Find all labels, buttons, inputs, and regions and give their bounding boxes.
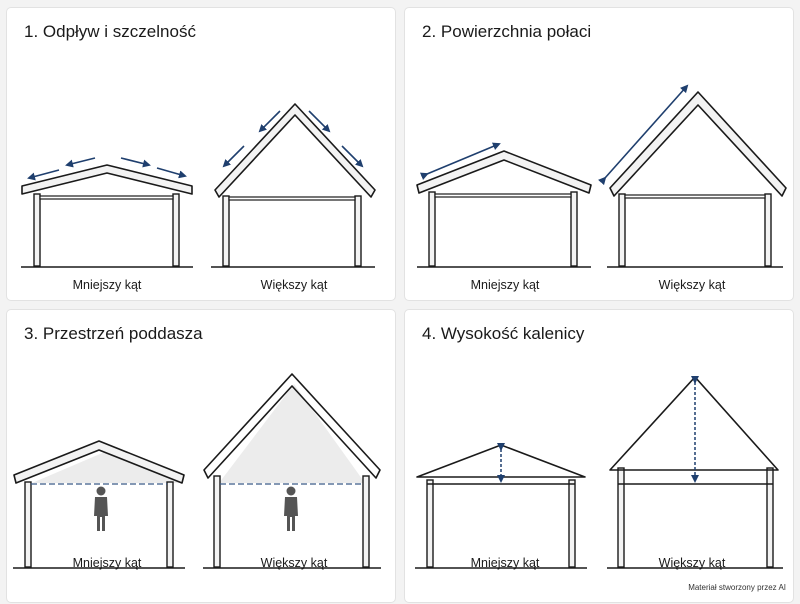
water-flow-arrow-icon — [27, 169, 60, 181]
person-icon — [284, 486, 298, 531]
panel-title: 3. Przestrzeń poddasza — [24, 324, 203, 343]
left-caption: Mniejszy kąt — [470, 556, 540, 570]
left-caption: Mniejszy kąt — [72, 556, 142, 570]
panel-drainage: 1. Odpływ i szczelność — [6, 7, 396, 301]
large-angle-house — [211, 103, 376, 268]
water-flow-arrow-icon — [308, 110, 331, 133]
large-angle-house — [203, 373, 381, 569]
water-flow-arrow-icon — [65, 157, 96, 168]
water-flow-arrow-icon — [156, 167, 187, 179]
ai-disclaimer: Materiał stworzony przez AI — [688, 583, 786, 592]
roof-length-arrow-icon — [598, 84, 689, 186]
roof-area-diagram — [416, 84, 787, 268]
attic-space-diagram — [13, 373, 381, 569]
small-angle-house — [21, 164, 193, 268]
water-flow-arrow-icon — [222, 145, 245, 168]
right-caption: Większy kąt — [260, 278, 328, 292]
panel-attic-space: 3. Przestrzeń poddasza Mniejsz — [6, 309, 396, 603]
panel-ridge-height: 4. Wysokość kalenicy Mniejszy kąt Większ… — [404, 309, 794, 603]
right-caption: Większy kąt — [658, 278, 726, 292]
person-icon — [94, 486, 108, 531]
water-flow-arrow-icon — [258, 110, 281, 133]
small-angle-house — [13, 440, 185, 569]
right-caption: Większy kąt — [260, 556, 328, 570]
left-caption: Mniejszy kąt — [72, 278, 142, 292]
drainage-diagram — [21, 103, 376, 268]
right-caption: Większy kąt — [658, 556, 726, 570]
panel-roof-area: 2. Powierzchnia połaci Mniejszy kąt Więk… — [404, 7, 794, 301]
roof-length-arrow-icon — [419, 142, 501, 180]
panel-title: 2. Powierzchnia połaci — [422, 22, 592, 41]
panel-title: 4. Wysokość kalenicy — [422, 324, 585, 343]
ridge-height-diagram — [415, 376, 783, 569]
large-angle-house — [607, 376, 783, 569]
left-caption: Mniejszy kąt — [470, 278, 540, 292]
large-angle-house — [607, 91, 787, 268]
water-flow-arrow-icon — [341, 145, 364, 168]
small-angle-house — [416, 150, 592, 268]
panel-title: 1. Odpływ i szczelność — [24, 22, 196, 41]
water-flow-arrow-icon — [120, 157, 151, 168]
small-angle-house — [415, 444, 587, 569]
